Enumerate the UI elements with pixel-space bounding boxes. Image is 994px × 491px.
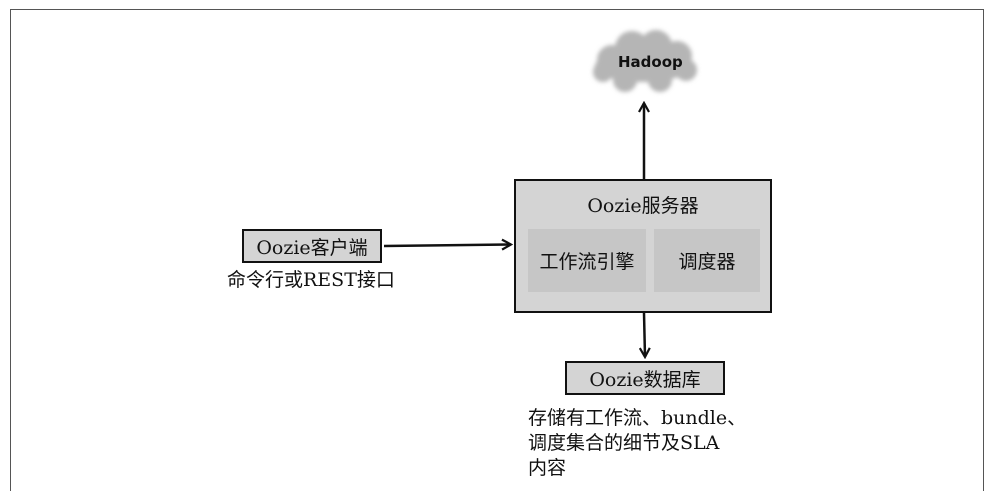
frame-top-border [10, 9, 984, 10]
database-caption: 存储有工作流、bundle、 调度集合的细节及SLA 内容 [528, 406, 746, 481]
database-caption-line-2: 调度集合的细节及SLA [528, 432, 720, 454]
database-caption-line-3: 内容 [528, 457, 567, 479]
cloud-icon [593, 30, 697, 92]
frame-left-border [10, 9, 11, 491]
client-caption: 命令行或REST接口 [227, 269, 395, 291]
oozie-server-box: Oozie服务器 工作流引擎 调度器 [514, 179, 772, 313]
workflow-engine-box: 工作流引擎 [528, 229, 646, 292]
oozie-database-box: Oozie数据库 [565, 361, 725, 395]
scheduler-label: 调度器 [678, 251, 736, 273]
database-caption-line-1: 存储有工作流、bundle、 [528, 407, 747, 429]
database-label: Oozie数据库 [589, 368, 701, 391]
hadoop-label: Hadoop [618, 53, 683, 71]
oozie-client-box: Oozie客户端 [242, 229, 382, 263]
client-to-server-arrow [383, 245, 511, 247]
scheduler-box: 调度器 [654, 229, 760, 292]
server-to-database-arrow [644, 312, 645, 357]
frame-right-border [983, 9, 984, 491]
server-title: Oozie服务器 [587, 195, 699, 217]
client-label: Oozie客户端 [256, 236, 368, 259]
workflow-engine-label: 工作流引擎 [539, 251, 635, 273]
